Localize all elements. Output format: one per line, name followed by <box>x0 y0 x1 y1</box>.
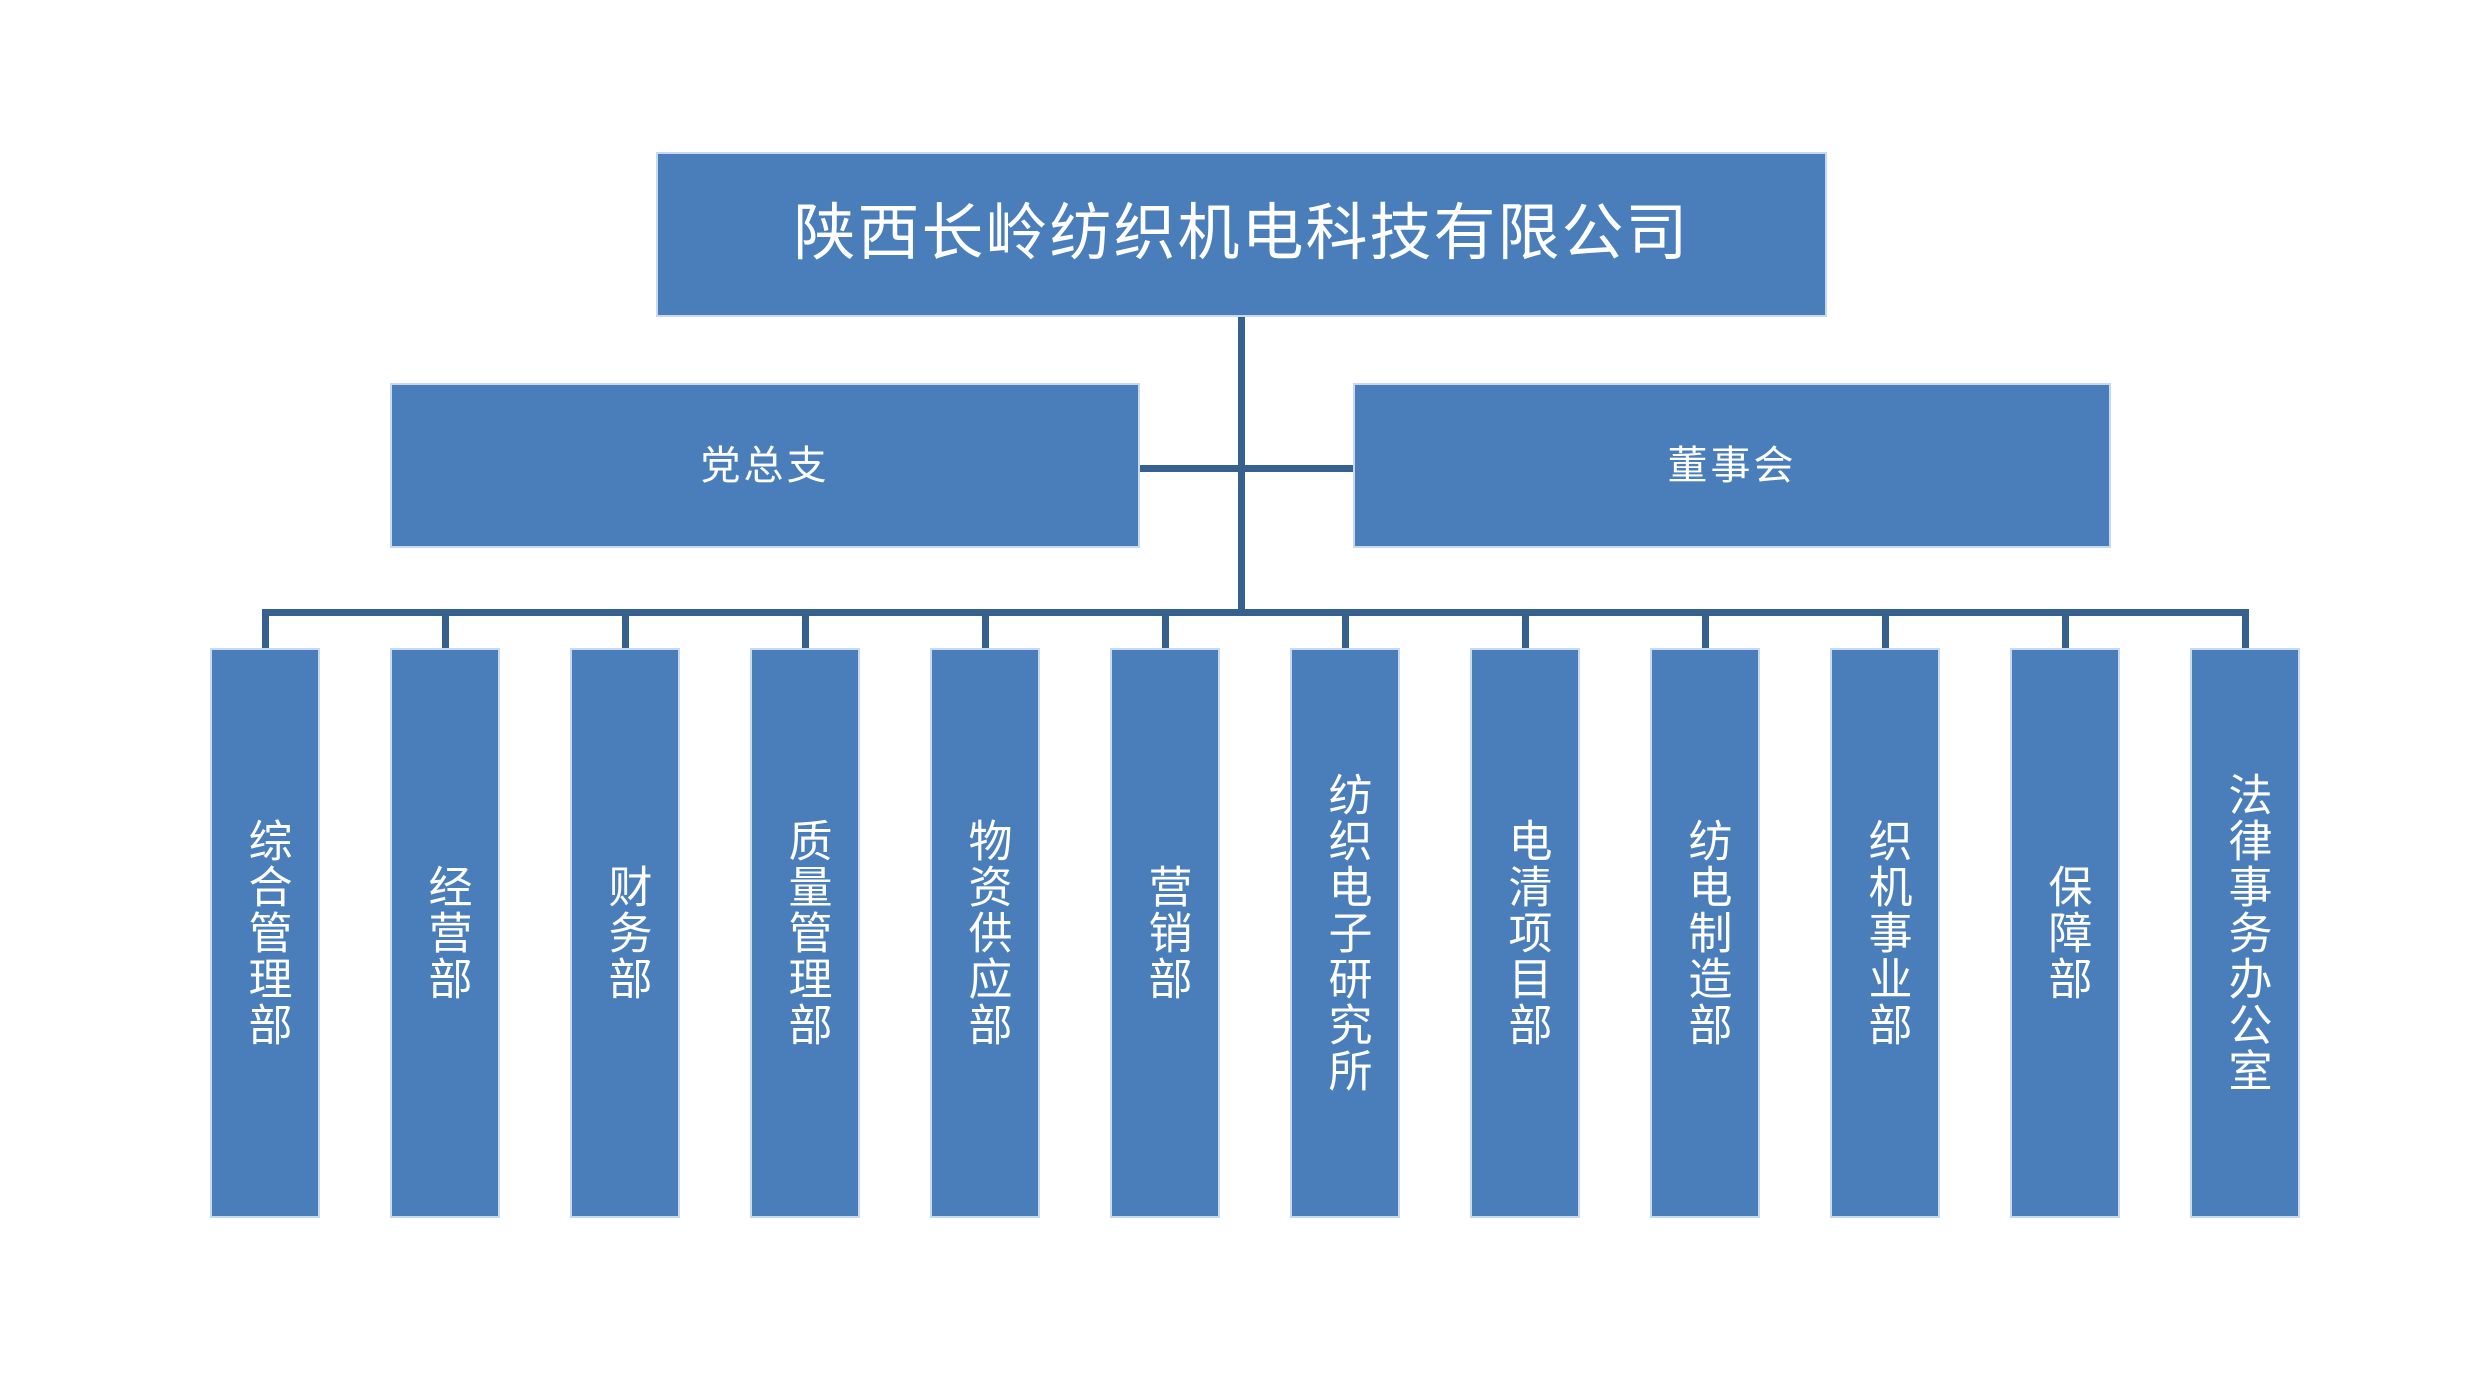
org-node-root[interactable]: 陕西长岭纺织机电科技有限公司 <box>656 152 1827 317</box>
org-node-department-label: 财务部 <box>601 864 651 1002</box>
connector-department-stem <box>622 609 629 652</box>
connector-department-stem <box>802 609 809 652</box>
connector-department-stem <box>1522 609 1529 652</box>
connector-department-stem <box>442 609 449 652</box>
org-node-department[interactable]: 营销部 <box>1110 648 1220 1218</box>
org-node-department[interactable]: 综合管理部 <box>210 648 320 1218</box>
org-node-party-branch-label: 党总支 <box>700 442 830 488</box>
org-node-department[interactable]: 保障部 <box>2010 648 2120 1218</box>
org-node-department-label: 营销部 <box>1141 864 1191 1002</box>
org-node-board-of-directors-label: 董事会 <box>1667 442 1797 488</box>
org-node-department-label: 纺电制造部 <box>1681 818 1731 1048</box>
org-node-department-label: 物资供应部 <box>961 818 1011 1048</box>
org-node-department-label: 保障部 <box>2041 864 2091 1002</box>
org-node-department-label: 质量管理部 <box>781 818 831 1048</box>
org-node-department[interactable]: 纺电制造部 <box>1650 648 1760 1218</box>
org-node-department-label: 法律事务办公室 <box>2221 772 2271 1094</box>
connector-department-stem <box>1882 609 1889 652</box>
connector-department-stem <box>2242 609 2249 652</box>
connector-department-stem <box>1702 609 1709 652</box>
org-node-department[interactable]: 法律事务办公室 <box>2190 648 2300 1218</box>
org-node-department-label: 综合管理部 <box>241 818 291 1048</box>
connector-department-stem <box>262 609 269 652</box>
org-node-root-label: 陕西长岭纺织机电科技有限公司 <box>793 199 1690 268</box>
connector-department-stem <box>2062 609 2069 652</box>
org-node-board-of-directors[interactable]: 董事会 <box>1353 383 2111 548</box>
org-node-department-label: 织机事业部 <box>1861 818 1911 1048</box>
connector-department-stem <box>982 609 989 652</box>
org-node-department[interactable]: 织机事业部 <box>1830 648 1940 1218</box>
connector-department-stem <box>1162 609 1169 652</box>
org-node-department-label: 纺织电子研究所 <box>1321 772 1371 1094</box>
connector-department-stem <box>1342 609 1349 652</box>
org-node-department-label: 经营部 <box>421 864 471 1002</box>
connector-distribution-bar <box>262 609 2242 616</box>
org-node-department[interactable]: 财务部 <box>570 648 680 1218</box>
connector-midlevel-crossbar <box>1140 465 1353 472</box>
org-node-department-label: 电清项目部 <box>1501 818 1551 1048</box>
org-node-department[interactable]: 电清项目部 <box>1470 648 1580 1218</box>
org-node-party-branch[interactable]: 党总支 <box>390 383 1140 548</box>
org-node-department[interactable]: 纺织电子研究所 <box>1290 648 1400 1218</box>
org-node-department[interactable]: 物资供应部 <box>930 648 1040 1218</box>
org-node-department[interactable]: 经营部 <box>390 648 500 1218</box>
org-node-department[interactable]: 质量管理部 <box>750 648 860 1218</box>
